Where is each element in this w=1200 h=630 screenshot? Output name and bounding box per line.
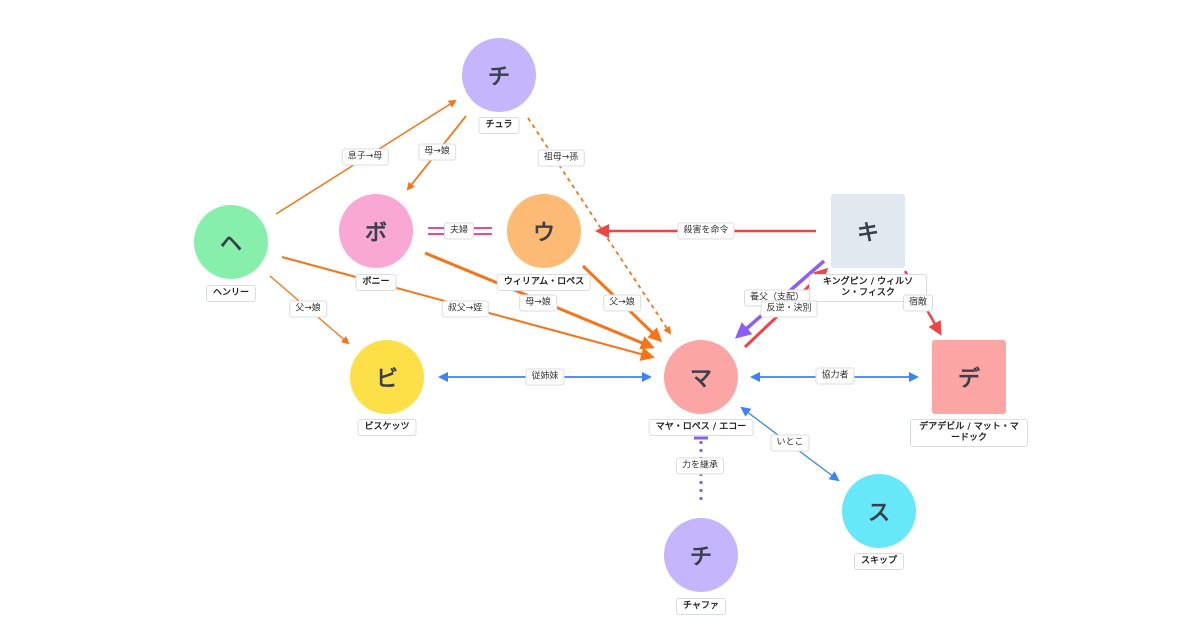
- edge-label-bonnie-maya: 母→娘: [519, 294, 557, 312]
- edge-label-maya-skip: いとこ: [770, 434, 810, 452]
- node-biscuits[interactable]: ビ: [350, 340, 424, 414]
- edge-label-kingpin-william: 殺害を命令: [677, 222, 735, 240]
- node-bonnie-label: ボニー: [355, 274, 397, 291]
- node-chura-initial: チ: [487, 65, 510, 90]
- edge-label-henry-maya: 叔父→姪: [441, 300, 489, 318]
- edge-label-biscuits-maya: 従姉妹: [525, 368, 565, 386]
- node-henry[interactable]: ヘ: [194, 205, 268, 279]
- node-chafa-label: チャファ: [676, 598, 726, 615]
- edge-label-kingpin-daredevil: 宿敵: [902, 294, 934, 312]
- node-maya[interactable]: マ: [664, 340, 738, 414]
- node-henry-initial: ヘ: [219, 232, 242, 257]
- edge-label-chura-maya: 祖母→孫: [537, 149, 585, 167]
- node-william[interactable]: ウ: [507, 194, 581, 268]
- node-bonnie[interactable]: ボ: [339, 194, 413, 268]
- node-skip-label: スキップ: [853, 553, 905, 570]
- node-daredevil-label: デアデビル / マット・マードック: [910, 419, 1028, 447]
- node-skip-initial: ス: [867, 501, 890, 526]
- node-chafa-initial: チ: [689, 545, 712, 570]
- node-maya-label: マヤ・ロペス / エコー: [648, 419, 754, 436]
- edge-label-chafa-maya: 力を継承: [675, 457, 725, 475]
- node-daredevil-initial: デ: [957, 367, 980, 392]
- node-bonnie-initial: ボ: [364, 221, 387, 246]
- node-chura[interactable]: チ: [462, 38, 536, 112]
- node-chura-label: チュラ: [478, 117, 520, 134]
- node-william-label: ウィリアム・ロペス: [496, 274, 592, 291]
- edge-label-chura-bonnie: 母→娘: [418, 143, 456, 161]
- edge-label-henry-chura: 息子→母: [341, 148, 389, 166]
- node-biscuits-label: ビスケッツ: [357, 419, 417, 436]
- edge-label-maya-kingpin: 反逆・決別: [760, 300, 818, 318]
- node-skip[interactable]: ス: [842, 474, 916, 548]
- node-kingpin-initial: キ: [856, 221, 879, 246]
- node-kingpin[interactable]: キ: [831, 194, 905, 268]
- node-biscuits-initial: ビ: [375, 367, 398, 392]
- edge-label-maya-daredevil: 協力者: [815, 367, 855, 385]
- node-william-initial: ウ: [532, 221, 555, 246]
- node-chafa[interactable]: チ: [664, 518, 738, 592]
- node-henry-label: ヘンリー: [205, 285, 257, 302]
- edge-label-henry-biscuits: 父→娘: [289, 300, 327, 318]
- node-daredevil[interactable]: デ: [932, 340, 1006, 414]
- edge-label-william-maya: 父→娘: [603, 294, 641, 312]
- node-maya-initial: マ: [689, 367, 712, 392]
- edge-label-bonnie-william: 夫婦: [443, 222, 475, 240]
